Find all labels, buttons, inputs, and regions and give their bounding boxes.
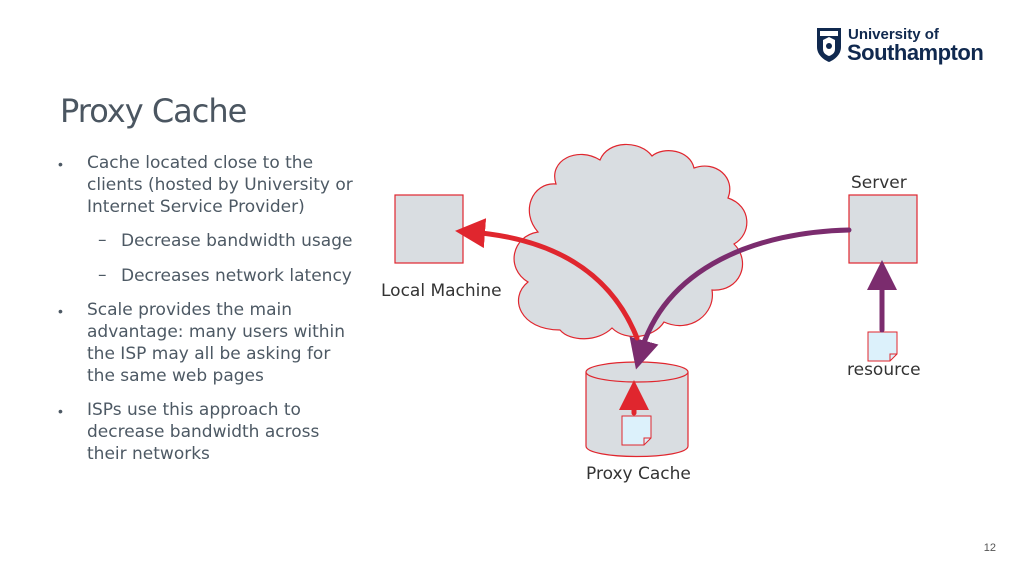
bullet-2-line-3: the ISP may all be asking for [87, 344, 331, 364]
resource-document-icon [867, 331, 898, 362]
proxy-cache-label: Proxy Cache [586, 464, 691, 484]
bullet-1-line-1: Cache located close to the [87, 153, 314, 173]
bullet-1-line-2: clients (hosted by University or [87, 175, 353, 195]
bullet-3-line-1: ISPs use this approach to [87, 400, 301, 420]
internet-cloud [513, 143, 748, 340]
bullet-2-line-4: the same web pages [87, 366, 264, 386]
logo-text-university-of: University of [848, 26, 939, 43]
bullet-marker: • [58, 303, 63, 319]
bullet-marker: • [58, 403, 63, 419]
server-label: Server [851, 173, 907, 193]
server-box [848, 194, 918, 264]
bullet-marker: • [58, 156, 63, 172]
university-logo: University of Southampton [816, 26, 994, 66]
bullet-2-line-1: Scale provides the main [87, 300, 293, 320]
server-to-proxy-arrow [629, 227, 852, 370]
resource-label: resource [847, 360, 921, 380]
slide-title: Proxy Cache [60, 92, 247, 130]
bullet-2-line-2: advantage: many users within [87, 322, 346, 342]
logo-text-southampton: Southampton [847, 40, 984, 65]
local-machine-box [394, 194, 464, 264]
cached-document-icon [621, 415, 652, 446]
page-number: 12 [983, 542, 996, 554]
sub-bullet-marker: – [98, 230, 107, 250]
local-machine-label: Local Machine [381, 281, 502, 301]
proxy-cache-cylinder [585, 361, 689, 458]
bullet-3-line-3: their networks [87, 444, 210, 464]
sub-bullet-marker: – [98, 265, 107, 285]
sub-bullet-1: Decrease bandwidth usage [121, 231, 353, 251]
sub-bullet-2: Decreases network latency [121, 266, 352, 286]
bullet-1-line-3: Internet Service Provider) [87, 197, 305, 217]
bullet-3-line-2: decrease bandwidth across [87, 422, 320, 442]
proxy-to-local-arrow [455, 218, 640, 341]
shield-crest-icon [817, 28, 841, 62]
